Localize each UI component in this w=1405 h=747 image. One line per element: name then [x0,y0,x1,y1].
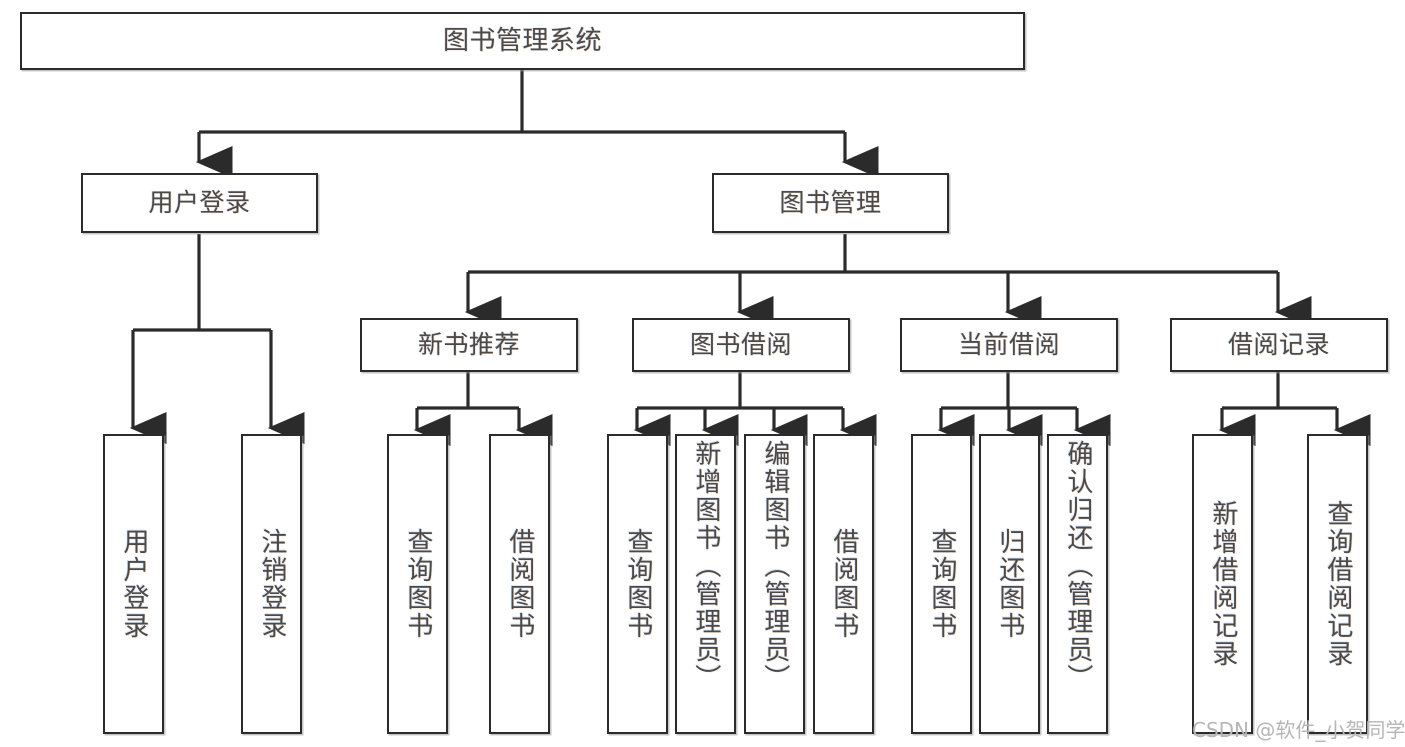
leaf-logout-login[interactable]: 注销登录 [241,434,302,734]
leaf-confirm-return-admin[interactable]: 确认归还（管理员） [1047,434,1108,734]
node-label: 当前借阅 [957,330,1060,360]
node-label: 查询图书 [622,528,653,640]
node-book-borrow[interactable]: 图书借阅 [632,318,850,372]
node-label: 查询图书 [926,528,957,640]
leaf-query-borrow-record[interactable]: 查询借阅记录 [1307,434,1368,734]
node-label: 借阅图书 [504,528,535,640]
leaf-query-book-borrow[interactable]: 查询图书 [607,434,668,734]
node-label: 新增借阅记录 [1207,500,1238,668]
node-root-library-system[interactable]: 图书管理系统 [20,12,1025,70]
leaf-add-borrow-record[interactable]: 新增借阅记录 [1192,434,1253,734]
node-label: 用户登录 [118,528,149,640]
leaf-return-book[interactable]: 归还图书 [979,434,1040,734]
node-current-borrow[interactable]: 当前借阅 [900,318,1118,372]
node-book-management[interactable]: 图书管理 [712,173,949,233]
node-label: 确认归还（管理员） [1062,440,1093,692]
node-borrow-record[interactable]: 借阅记录 [1170,318,1388,372]
node-label: 图书借阅 [689,330,792,360]
node-label: 新增图书（管理员） [690,440,721,692]
leaf-user-login[interactable]: 用户登录 [103,434,164,734]
node-user-login[interactable]: 用户登录 [81,173,318,233]
node-label: 查询图书 [402,528,433,640]
node-label: 归还图书 [994,528,1025,640]
node-label: 注销登录 [256,528,287,640]
node-label: 借阅图书 [828,528,859,640]
node-label: 图书管理 [779,188,882,218]
node-label: 新书推荐 [417,330,520,360]
node-label: 借阅记录 [1227,330,1330,360]
node-label: 查询借阅记录 [1322,500,1353,668]
leaf-borrow-book[interactable]: 借阅图书 [813,434,874,734]
node-label: 编辑图书（管理员） [759,440,790,692]
leaf-add-book-admin[interactable]: 新增图书（管理员） [675,434,736,734]
node-label: 用户登录 [148,188,251,218]
leaf-query-book-current[interactable]: 查询图书 [911,434,972,734]
leaf-query-book-recommend[interactable]: 查询图书 [387,434,448,734]
csdn-watermark: CSDN @软件_小贺同学 [1192,718,1405,742]
node-label: 图书管理系统 [442,25,602,56]
leaf-borrow-book-recommend[interactable]: 借阅图书 [489,434,550,734]
leaf-edit-book-admin[interactable]: 编辑图书（管理员） [744,434,805,734]
node-new-book-recommend[interactable]: 新书推荐 [360,318,578,372]
